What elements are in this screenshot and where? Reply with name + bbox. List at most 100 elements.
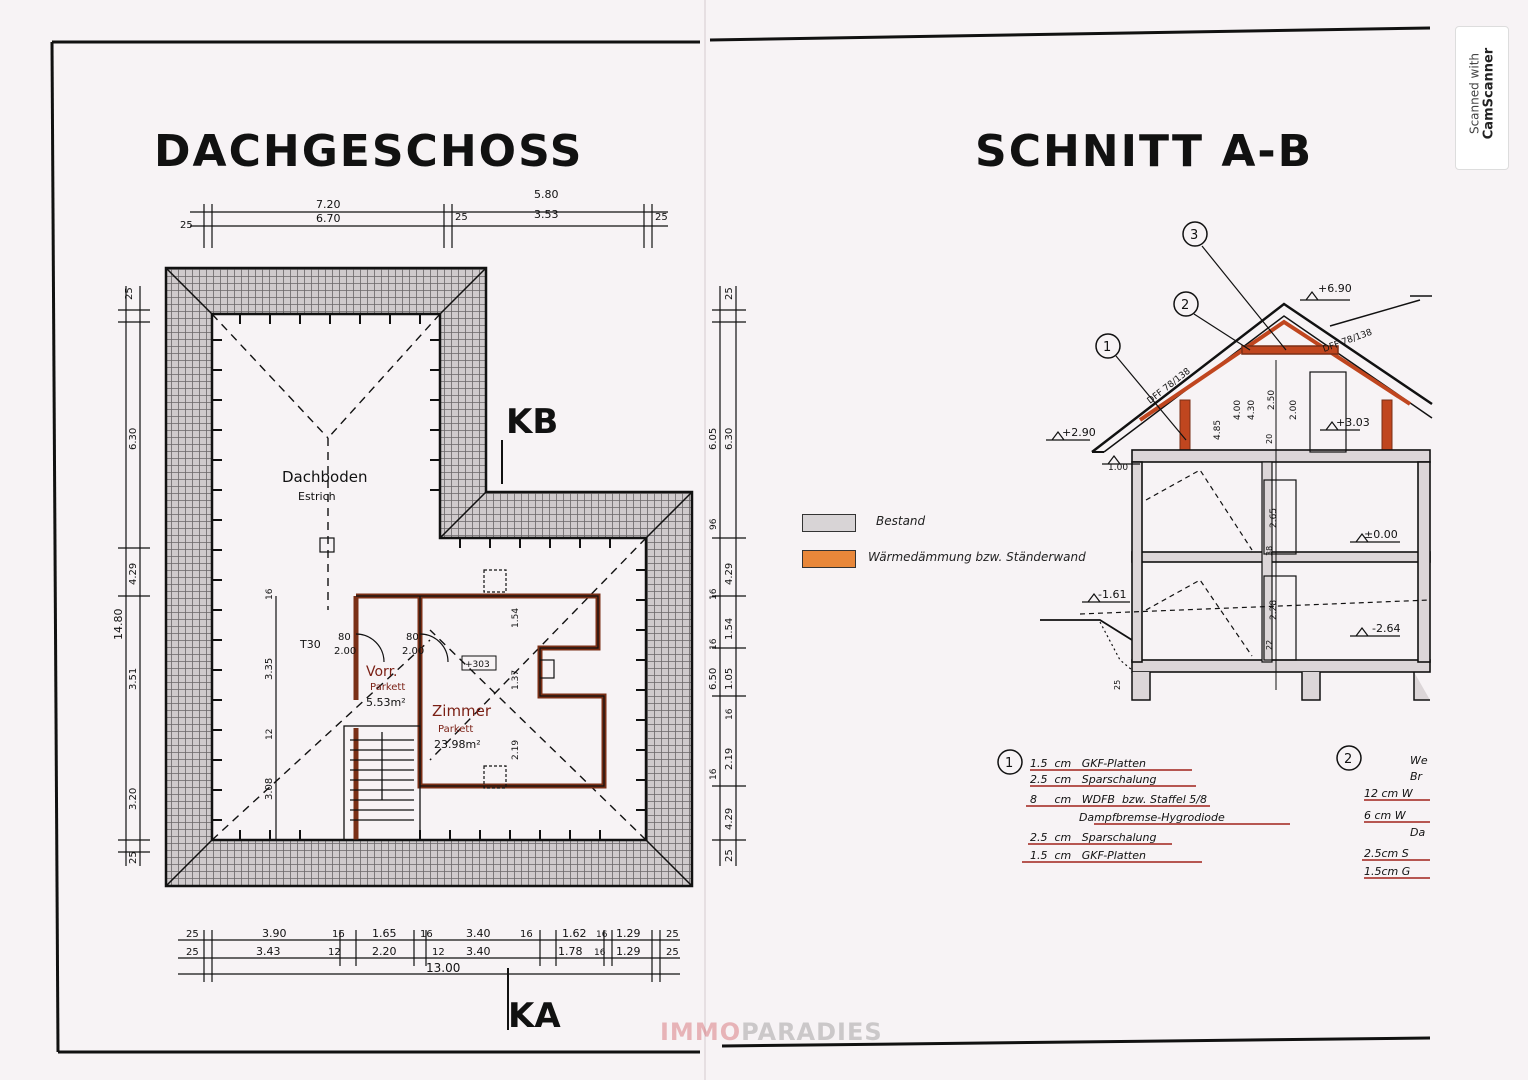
layer1-line-5: 2.5 cm Sparschalung <box>1030 831 1156 844</box>
section-a-b <box>997 221 1433 879</box>
dim-right-9: 1.05 <box>724 668 735 690</box>
page-frame <box>50 26 1431 1054</box>
dim-section-d2: 4.00 <box>1233 400 1243 420</box>
dim-bottom-r2-9: 1.29 <box>616 945 641 958</box>
dim-bottom-r1-11: 25 <box>666 929 679 940</box>
label-door-w1: 80 <box>338 632 351 643</box>
dim-top-inner-1: 6.70 <box>316 212 341 225</box>
dim-section-d5: 2.00 <box>1289 400 1299 420</box>
dim-right-13: 16 <box>709 768 719 780</box>
section-marker-a: KA <box>508 996 561 1036</box>
dim-top-wall-1: 25 <box>180 220 193 231</box>
dim-bottom-total: 13.00 <box>426 961 460 975</box>
dim-right-11: 16 <box>725 708 735 720</box>
layer2-line-5: Da <box>1410 826 1425 839</box>
section-marker-b: KB <box>506 402 559 442</box>
callout-2: 2 <box>1181 298 1189 313</box>
dim-right-10: 6.50 <box>708 668 719 690</box>
dim-right-7: 1.54 <box>724 618 735 640</box>
section-title: SCHNITT A-B <box>975 126 1314 177</box>
dim-section-d1: 4.85 <box>1213 420 1223 440</box>
dim-left-11: 3.08 <box>264 778 275 800</box>
dim-bottom-r1-8: 1.62 <box>562 927 587 940</box>
dim-section-s2: 38 <box>1265 546 1274 556</box>
room-hall-area: 5.53m² <box>366 696 406 709</box>
dim-right-2: 6.05 <box>708 428 719 450</box>
room-attic-name: Dachboden <box>282 468 367 486</box>
dim-bottom-r1-6: 3.40 <box>466 927 491 940</box>
dim-bottom-r1-5: 16 <box>420 929 433 940</box>
dim-section-h1: 2.65 <box>1269 508 1279 528</box>
dim-section-base: 25 <box>1113 680 1122 690</box>
dim-right-14: 4.29 <box>724 808 735 830</box>
dim-section-s3: 22 <box>1265 640 1274 650</box>
logo-part-1: IMMO <box>660 1018 742 1046</box>
dim-bottom-r2-6: 3.40 <box>466 945 491 958</box>
room-attic-sub: Estrich <box>298 490 336 503</box>
dim-section-h2: 2.28 <box>1269 600 1279 620</box>
layer2-number: 2 <box>1344 752 1352 767</box>
dim-right-12: 2.19 <box>724 748 735 770</box>
dim-bottom-r2-5: 12 <box>432 947 445 958</box>
dim-left-5: 3.51 <box>128 668 139 690</box>
dim-left-9: 3.35 <box>264 658 275 680</box>
dim-top-inner-2: 3.53 <box>534 208 559 221</box>
dim-right-8: 16 <box>709 638 719 650</box>
room-main-floor: Parkett <box>438 724 473 735</box>
legend-insulation-swatch <box>802 550 856 568</box>
layer2-line-7: 1.5cm G <box>1364 865 1410 878</box>
dim-left-2: 6.30 <box>128 428 139 450</box>
level-terrain: -1.61 <box>1098 588 1126 601</box>
watermark-brand: CamScanner <box>1481 47 1497 140</box>
legend-existing-label: Bestand <box>876 514 926 528</box>
dim-right-6: 16 <box>709 588 719 600</box>
dim-left-6: 3.20 <box>128 788 139 810</box>
dim-top-wall-3: 25 <box>655 212 668 223</box>
layer1-line-4: Dampfbremse-Hygrodiode <box>1030 811 1225 824</box>
dim-top-outer-2: 5.80 <box>534 188 559 201</box>
dim-top-wall-2: 25 <box>455 212 468 223</box>
layer2-line-2: Br <box>1410 770 1424 783</box>
dim-top-outer-1: 7.20 <box>316 198 341 211</box>
dim-bottom-r1-10: 1.29 <box>616 927 641 940</box>
level-basement: -2.64 <box>1372 622 1400 635</box>
dim-roof-right: DFF 78/138 <box>1322 328 1374 355</box>
layer2-line-6: 2.5cm S <box>1364 847 1409 860</box>
dim-section-d3: 4.30 <box>1247 400 1257 420</box>
dim-bottom-r2-4: 2.20 <box>372 945 397 958</box>
immoparadies-logo: IMMOPARADIES <box>660 1018 883 1046</box>
watermark-line: Scanned with <box>1467 52 1482 135</box>
dim-right-3: 6.30 <box>724 428 735 450</box>
dim-bottom-r1-4: 1.65 <box>372 927 397 940</box>
dim-section-d4: 2.50 <box>1267 390 1277 410</box>
label-level: +303 <box>465 660 490 670</box>
dim-right-4: 96 <box>709 518 719 530</box>
label-door-w2: 80 <box>406 632 419 643</box>
dim-right-5: 4.29 <box>724 563 735 585</box>
room-main-area: 23.98m² <box>434 738 481 751</box>
layer1-line-3: 8 cm WDFB bzw. Staffel 5/8 <box>1030 793 1207 806</box>
label-inner-2: 1.37 <box>511 670 521 690</box>
floor-plan-title: DACHGESCHOSS <box>154 126 584 177</box>
roof-eaves <box>164 266 694 888</box>
dim-right-1: 25 <box>724 287 735 300</box>
room-hall-floor: Parkett <box>370 682 405 693</box>
level-eave: +2.90 <box>1062 426 1096 439</box>
room-hall-name: Vorr. <box>366 664 398 680</box>
floor-plan <box>118 204 746 1030</box>
room-main-name: Zimmer <box>432 702 492 720</box>
dim-bottom-r1-7: 16 <box>520 929 533 940</box>
layer2-line-3: 12 cm W <box>1364 787 1414 800</box>
dim-bottom-r2-10: 25 <box>666 947 679 958</box>
dim-bottom-r1-3: 16 <box>332 929 345 940</box>
dim-bottom-r2-2: 3.43 <box>256 945 281 958</box>
layer1-number: 1 <box>1005 756 1013 771</box>
dim-left-4: 14.80 <box>112 609 125 641</box>
logo-part-2: PARADIES <box>741 1018 883 1046</box>
callout-1: 1 <box>1103 340 1111 355</box>
label-inner-3: 2.19 <box>511 740 521 760</box>
layer1-line-6: 1.5 cm GKF-Platten <box>1030 849 1146 862</box>
label-door-h2: 2.00 <box>402 646 424 657</box>
dim-left-3: 4.29 <box>128 563 139 585</box>
